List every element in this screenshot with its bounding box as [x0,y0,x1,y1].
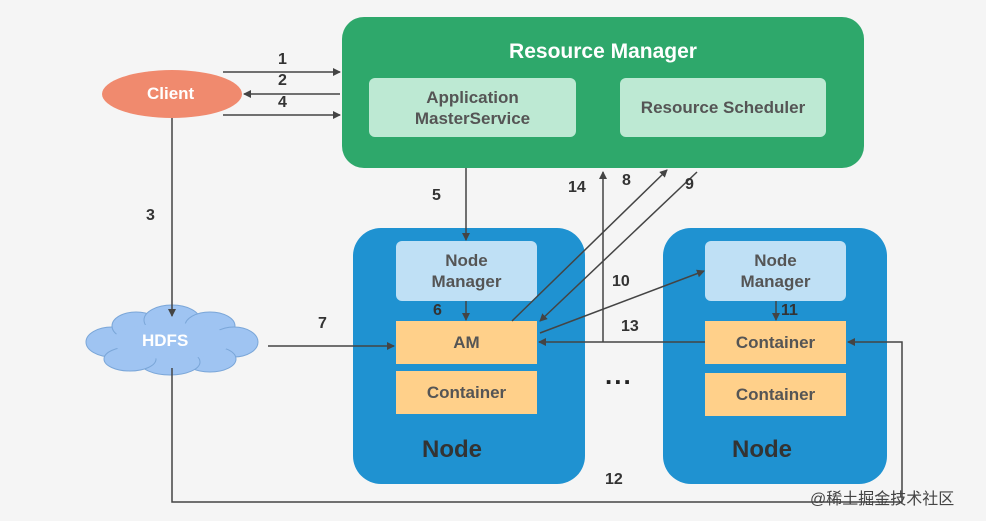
node-manager-left: Node Manager [396,241,537,301]
application-master-service: Application MasterService [369,78,576,137]
step-12: 12 [605,471,623,488]
hdfs-cloud [85,304,259,376]
container-left: Container [396,371,537,414]
step-1: 1 [278,51,287,68]
resource-manager-title: Resource Manager [509,40,697,63]
resource-scheduler: Resource Scheduler [620,78,826,137]
step-5: 5 [432,187,441,204]
step-7: 7 [318,315,327,332]
step-2: 2 [278,72,287,89]
container-right-1: Container [705,321,846,364]
client-label: Client [147,84,195,103]
hdfs-label: HDFS [142,331,189,350]
step-13: 13 [621,318,639,335]
node-manager-right: Node Manager [705,241,846,301]
step-11: 11 [781,302,798,319]
step-3: 3 [146,207,155,224]
step-14: 14 [568,179,586,196]
step-6: 6 [433,302,442,319]
client-ellipse [102,70,242,118]
step-4: 4 [278,94,287,111]
ellipsis: ... [605,360,633,390]
node-right-label: Node [732,436,792,463]
am-box: AM [396,321,537,364]
watermark: @稀土掘金技术社区 [810,491,955,508]
step-9: 9 [685,176,694,193]
step-8: 8 [622,172,631,189]
step-10: 10 [612,273,630,290]
container-right-2: Container [705,373,846,416]
node-left-label: Node [422,436,482,463]
